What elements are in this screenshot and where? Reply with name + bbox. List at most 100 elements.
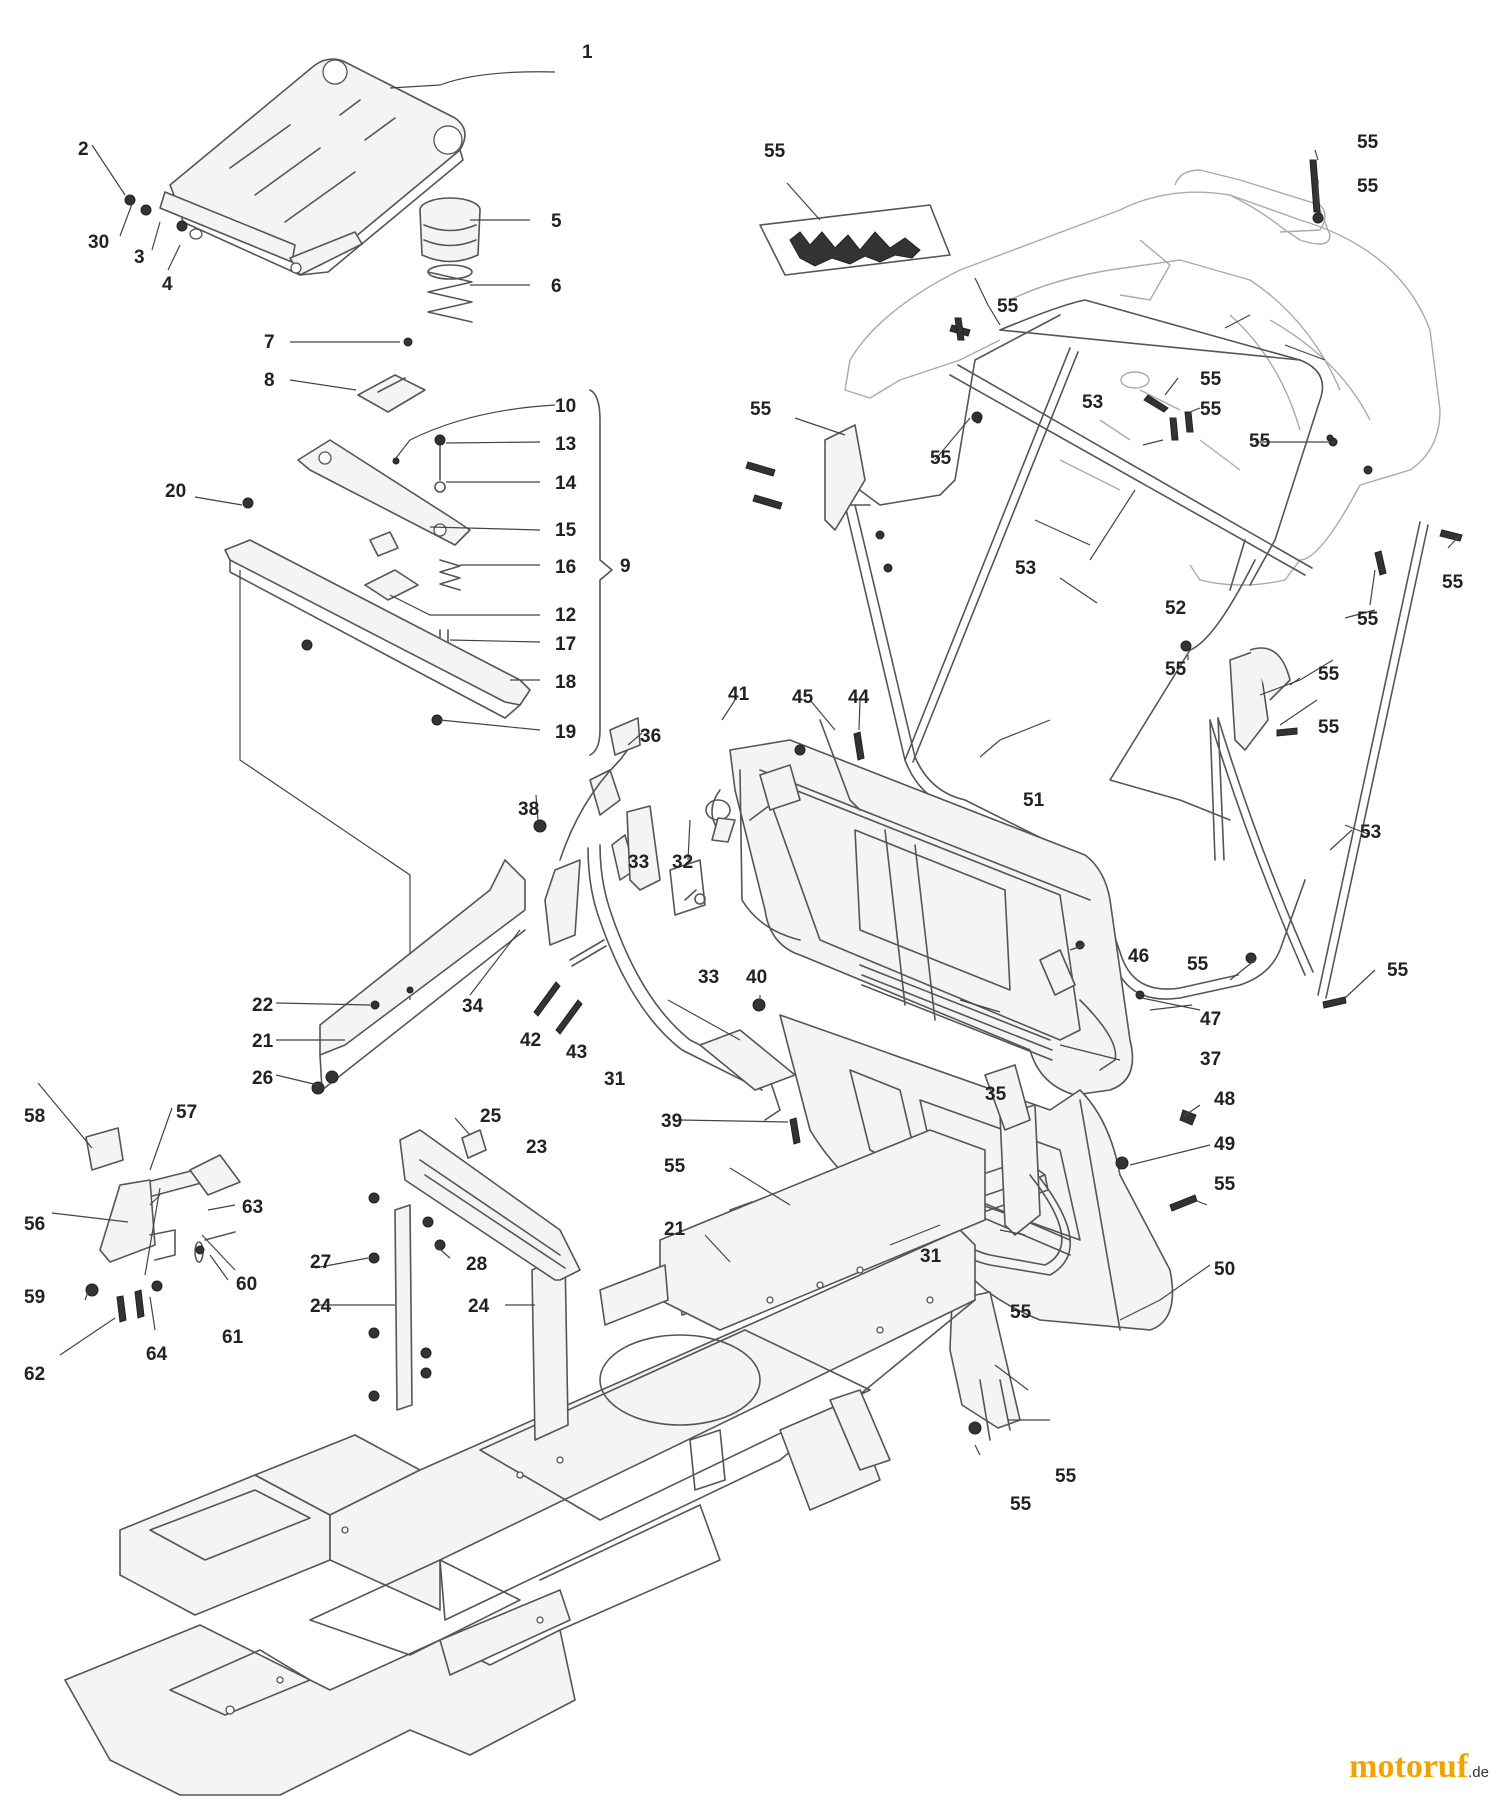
callout-20: 20 [165,481,186,502]
callout-55-lower-right: 55 [1387,960,1409,981]
hopper-pin-and-rod [711,719,865,843]
callout-55-hinge-plate: 55 [1055,1466,1077,1487]
seat-bolts [124,194,203,240]
callout-55-top-mid: 55 [997,296,1019,317]
bag-frame [844,299,1324,821]
callout-1: 1 [582,42,593,63]
callout-21a: 21 [252,1031,274,1052]
callout-37: 37 [1200,1049,1221,1070]
callout-22: 22 [252,995,273,1016]
callout-53-right: 53 [1360,822,1381,843]
hopper-brackets [626,805,1031,1145]
callout-14: 14 [555,473,577,494]
bag-frame-brackets [824,424,1291,751]
callout-50: 50 [1214,1259,1235,1280]
callout-55-hinge-spring: 55 [1010,1494,1032,1515]
callout-31a: 31 [604,1069,626,1090]
grass-bag-housing [844,169,1441,586]
callout-23: 23 [526,1137,547,1158]
callout-46: 46 [1128,946,1149,967]
callout-48: 48 [1214,1089,1235,1110]
callout-58: 58 [24,1106,45,1127]
rear-hopper-frame [705,739,1134,1096]
callout-3: 3 [134,247,145,268]
callout-53-top: 53 [1082,392,1103,413]
main-chassis [64,1129,986,1796]
callout-24a: 24 [310,1296,332,1317]
callout-64: 64 [146,1344,168,1365]
callout-41: 41 [728,684,750,705]
callout-55-decal: 55 [764,141,786,162]
callout-25: 25 [480,1106,502,1127]
callout-55-left-nut: 55 [930,448,952,469]
callout-28: 28 [466,1254,487,1275]
bag-fasteners [745,159,1463,1009]
seat-switch-assembly [85,1127,241,1323]
callout-55-latch: 55 [1214,1174,1236,1195]
adjust-plate [357,337,426,413]
watermark-name: motoruf [1349,1748,1469,1785]
callout-51: 51 [1023,790,1045,811]
seat-plate [159,58,466,276]
callout-2: 2 [78,139,89,160]
callout-55-top-right-2: 55 [1357,176,1379,197]
callout-53-mid: 53 [1015,558,1036,579]
callout-33b: 33 [698,967,719,988]
callout-59: 59 [24,1287,45,1308]
callout-55-hinge-bolt: 55 [1010,1302,1032,1323]
callout-16: 16 [555,557,576,578]
callout-52: 52 [1165,598,1186,619]
callout-32: 32 [672,852,693,873]
callout-10: 10 [555,396,576,417]
callout-21b: 21 [664,1219,686,1240]
callout-55-right-bolt: 55 [1318,717,1340,738]
watermark-tld: .de [1468,1764,1489,1781]
callout-57: 57 [176,1102,197,1123]
callout-9: 9 [620,556,631,577]
callout-42: 42 [520,1030,541,1051]
callout-55-top-right-1: 55 [1357,132,1379,153]
callout-56: 56 [24,1214,45,1235]
callout-55-right-nut: 55 [1249,431,1271,452]
seat-adjuster-assembly [297,389,613,756]
left-side-rail [311,859,526,1095]
callout-31b: 31 [920,1246,942,1267]
callout-39: 39 [661,1111,682,1132]
callout-44: 44 [848,687,870,708]
callout-33a: 33 [628,852,649,873]
callout-55-right-washer: 55 [1165,659,1187,680]
hopper-hinge [533,717,706,946]
callout-8: 8 [264,370,275,391]
callout-55-left-bracket: 55 [750,399,772,420]
callout-55-right-screw: 55 [1357,609,1379,630]
callout-labels: 1 2 30 3 4 5 6 7 8 10 13 14 15 16 9 12 1… [24,42,1464,1515]
callout-4: 4 [162,274,173,295]
callout-6: 6 [551,276,562,297]
leader-lines [37,71,1461,1456]
callout-43: 43 [566,1042,587,1063]
chassis-holes [225,1266,934,1715]
hinge-bolts [533,939,607,1035]
callout-55-right-bracket: 55 [1318,664,1340,685]
callout-18: 18 [555,672,576,693]
callout-40: 40 [746,967,767,988]
seat-bumper-spring [419,197,481,323]
callout-62: 62 [24,1364,45,1385]
callout-38: 38 [518,799,539,820]
callout-5: 5 [551,211,562,232]
callout-30: 30 [88,232,109,253]
seat-rail [224,497,531,1000]
callout-55-clip: 55 [1200,369,1222,390]
callout-36: 36 [640,726,661,747]
callout-60: 60 [236,1274,257,1295]
callout-55-screw: 55 [1200,399,1222,420]
callout-27: 27 [310,1252,331,1273]
callout-61: 61 [222,1327,244,1348]
decal-sheet [759,204,951,276]
callout-55-far-right: 55 [1442,572,1464,593]
callout-49: 49 [1214,1134,1235,1155]
callout-45: 45 [792,687,814,708]
callout-19: 19 [555,722,576,743]
callout-12: 12 [555,605,576,626]
